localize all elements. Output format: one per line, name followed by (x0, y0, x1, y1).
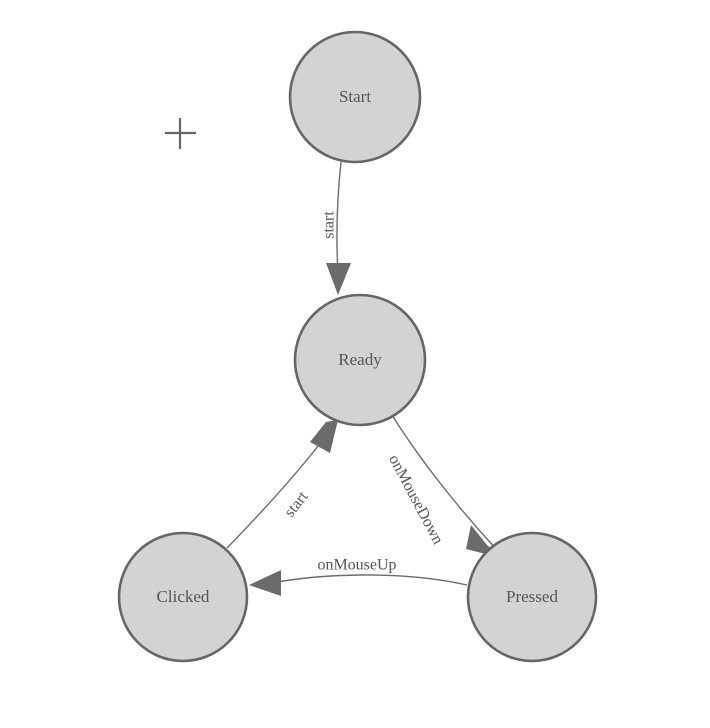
state-node-start[interactable]: Start (288, 30, 422, 164)
edge-start-to-ready[interactable]: start (321, 161, 351, 295)
edge-start-to-ready-arrowhead (326, 263, 351, 295)
state-node-pressed-circle[interactable] (466, 531, 598, 663)
state-node-ready[interactable]: Ready (293, 293, 427, 427)
state-node-pressed[interactable]: Pressed (466, 531, 598, 663)
state-node-ready-circle[interactable] (293, 293, 427, 427)
edge-clicked-to-ready[interactable]: start (226, 420, 338, 549)
edge-start-to-ready-label: start (321, 211, 338, 239)
edge-pressed-to-clicked-label: onMouseUp (317, 557, 396, 574)
plus-crosshair-marker[interactable] (165, 118, 196, 149)
edge-clicked-to-ready-path (226, 436, 326, 549)
edge-ready-to-pressed[interactable]: onMouseDown (385, 414, 501, 558)
edge-clicked-to-ready-arrowhead (310, 420, 338, 453)
state-node-clicked[interactable]: Clicked (117, 531, 249, 663)
edge-pressed-to-clicked-arrowhead (249, 570, 281, 596)
edge-ready-to-pressed-label: onMouseDown (385, 452, 446, 547)
edge-clicked-to-ready-label: start (281, 488, 312, 521)
edge-ready-to-pressed-arrowhead (466, 525, 501, 558)
state-node-clicked-circle[interactable] (117, 531, 249, 663)
state-node-start-circle[interactable] (288, 30, 422, 164)
edge-ready-to-pressed-path (391, 414, 498, 551)
edge-start-to-ready-path (336, 161, 342, 273)
edge-pressed-to-clicked[interactable]: onMouseUp (249, 557, 468, 596)
edge-pressed-to-clicked-path (271, 574, 468, 586)
